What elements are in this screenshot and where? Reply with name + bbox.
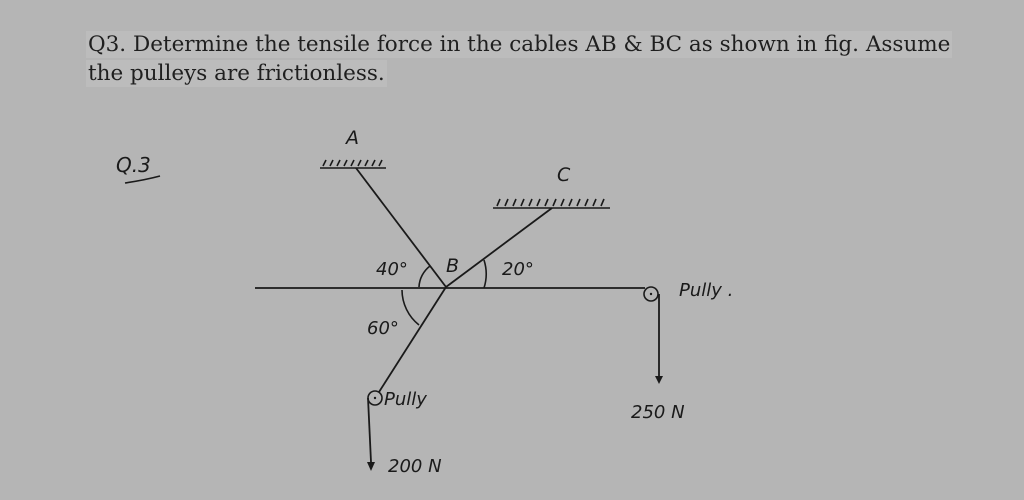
question-text: Q3. Determine the tensile force in the c… [86, 30, 986, 88]
left-pulley-label: Pully [384, 389, 427, 410]
angle-arc-40 [418, 265, 431, 288]
figure-label-underline [124, 175, 161, 184]
angle-label-40: 40° [376, 259, 408, 280]
support-c-ceiling [493, 198, 610, 209]
angle-arc-20 [483, 259, 487, 289]
pulley-icon [643, 286, 659, 302]
left-pulley [367, 390, 383, 406]
down-arrow-icon [367, 462, 375, 471]
left-load-cable [367, 397, 372, 463]
left-load-label: 200 N [388, 456, 442, 477]
cable-bc [445, 207, 553, 288]
figure-label: Q.3 [116, 153, 151, 177]
point-b-label: B [446, 255, 459, 277]
down-arrow-icon [655, 376, 663, 384]
angle-label-20: 20° [502, 259, 534, 280]
point-a-label: A [344, 127, 359, 149]
point-c-label: C [557, 164, 571, 186]
angle-label-60: 60° [367, 318, 399, 339]
right-pulley-label: Pully . [679, 280, 733, 301]
cable-ab [355, 167, 447, 288]
support-a-ceiling [320, 159, 386, 169]
right-pulley [643, 286, 659, 302]
cable-to-left-pulley [378, 286, 447, 393]
angle-arc-60 [401, 289, 420, 326]
right-load-label: 250 N [631, 402, 685, 423]
